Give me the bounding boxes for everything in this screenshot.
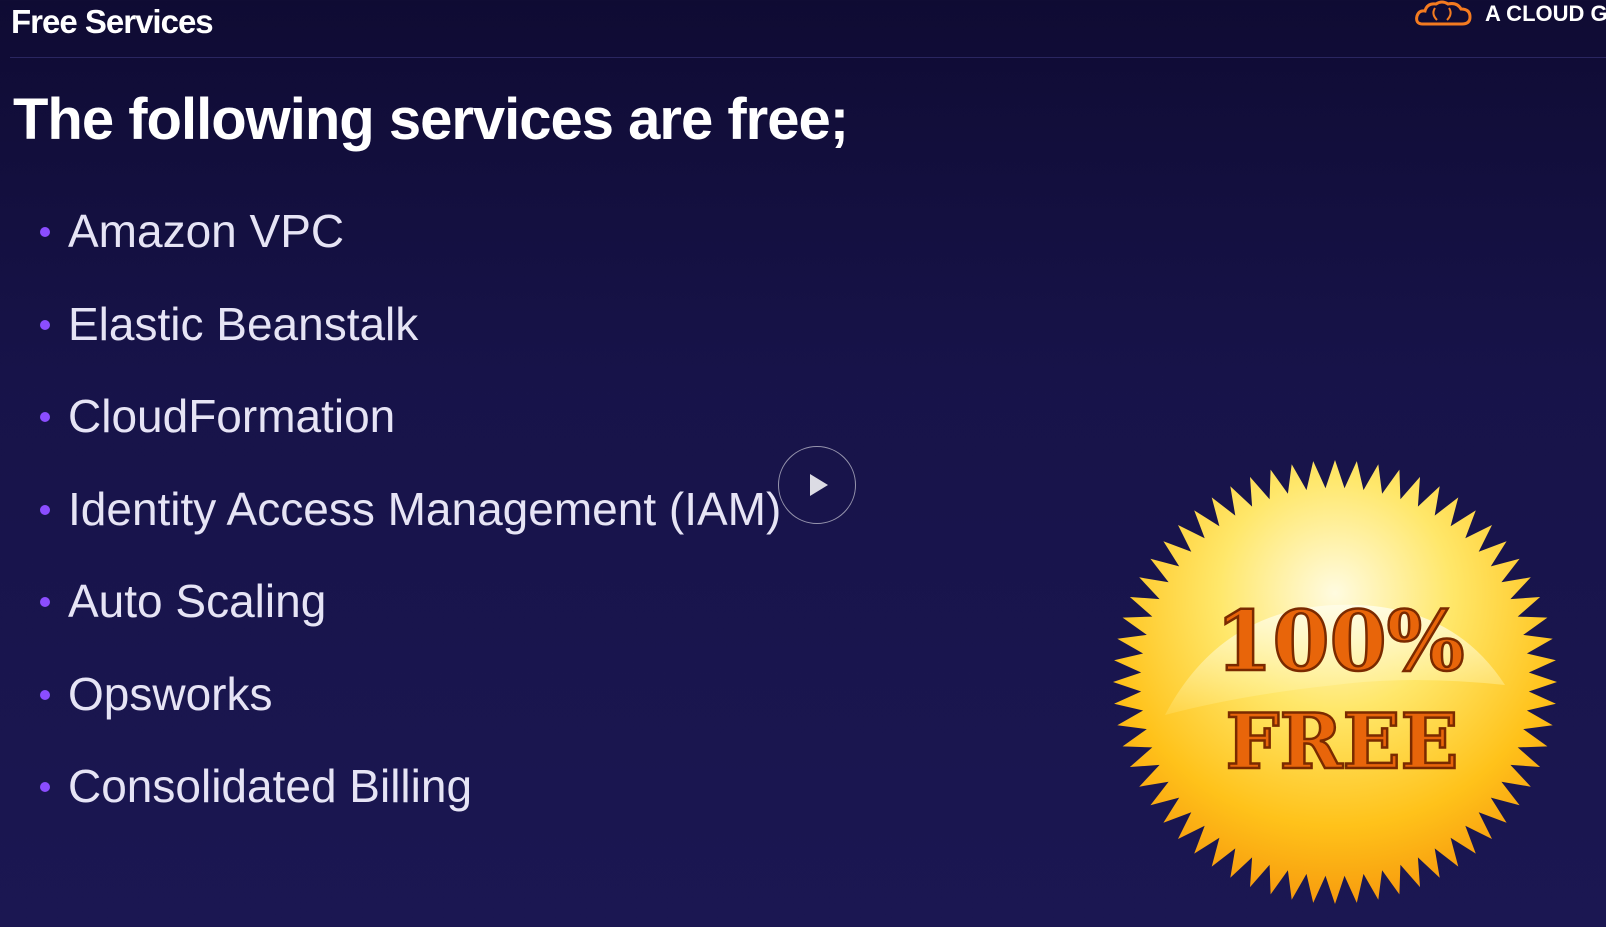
services-list: Amazon VPC Elastic Beanstalk CloudFormat… [40, 204, 781, 852]
bullet-icon [40, 597, 50, 607]
bullet-icon [40, 227, 50, 237]
service-label: Auto Scaling [68, 575, 327, 627]
header-bar: Free Services A CLOUD G [0, 0, 1606, 58]
cloud-guru-logo-icon [1415, 0, 1472, 26]
list-item: Amazon VPC [40, 204, 781, 297]
slide-heading: The following services are free; [13, 87, 849, 152]
list-item: Opsworks [40, 667, 781, 760]
brand-text: A CLOUD G [1485, 1, 1606, 26]
bullet-icon [40, 504, 50, 515]
play-icon [810, 474, 828, 496]
service-label: Consolidated Billing [68, 760, 473, 812]
list-item: CloudFormation [40, 389, 781, 482]
service-label: CloudFormation [68, 390, 396, 442]
bullet-icon [40, 412, 50, 422]
starburst-badge-icon: 100% FREE [1113, 460, 1557, 904]
list-item: Elastic Beanstalk [40, 297, 781, 390]
bullet-icon [40, 689, 50, 700]
bullet-icon [40, 319, 50, 330]
service-label: Opsworks [68, 667, 273, 720]
service-label: Amazon VPC [68, 205, 345, 257]
bullet-icon [40, 782, 50, 792]
free-badge: 100% FREE [1110, 460, 1560, 905]
service-label: Elastic Beanstalk [68, 297, 419, 350]
header-divider [10, 57, 1606, 58]
page-title: Free Services [11, 3, 214, 40]
list-item: Identity Access Management (IAM) [40, 482, 781, 575]
play-button[interactable] [778, 446, 856, 524]
badge-line2: FREE [1226, 697, 1459, 786]
list-item: Consolidated Billing [40, 759, 781, 852]
list-item: Auto Scaling [40, 574, 781, 667]
service-label: Identity Access Management (IAM) [68, 482, 782, 535]
badge-line1: 100% [1215, 594, 1464, 690]
